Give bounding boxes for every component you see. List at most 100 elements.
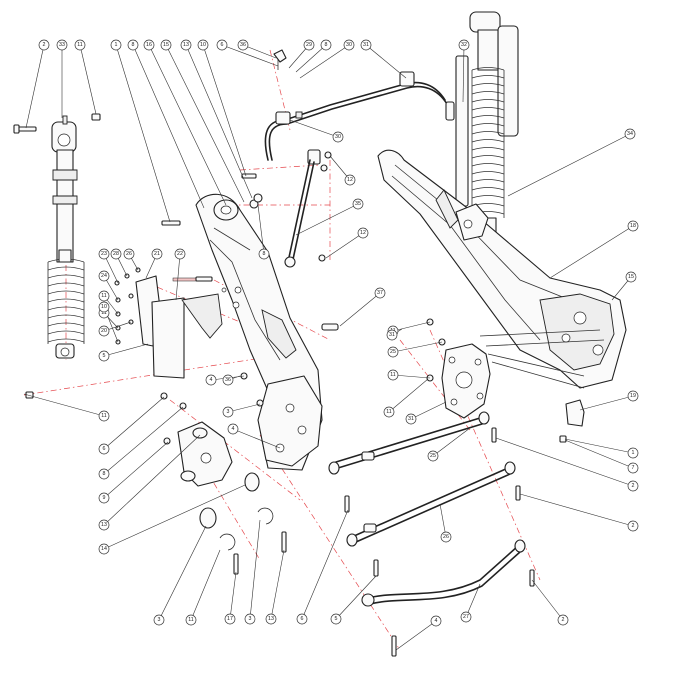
callout-leader-lines [23,44,634,651]
callout-number: 4 [232,426,235,432]
callout-number: 11 [386,409,392,415]
callout-circle [110,39,122,51]
right-trailing-arm [377,149,627,389]
callout-c53: 3 [244,613,256,625]
callout-leader-c60 [227,403,261,413]
callout-c28: 21 [151,248,163,260]
callout-c58: 5 [98,350,110,362]
callout-leader-c3 [79,44,97,115]
callout-leader-c39 [519,493,634,527]
callout-leader-c46 [103,406,184,475]
callout-circle [98,301,110,313]
callout-circle [265,613,277,625]
callout-leader-c50 [158,525,207,621]
callout-circle [98,270,110,282]
callout-circle [143,39,155,51]
callout-number: 16 [146,42,152,48]
callout-leader-c63 [392,321,431,332]
callout-leader-c48 [103,434,201,526]
callout-number: 4 [435,618,438,624]
callout-circle [627,447,639,459]
callout-c35: 19 [627,390,639,402]
callout-number: 15 [163,42,169,48]
callout-number: 15 [628,274,634,280]
callout-c22: 34 [624,128,636,140]
callout-circle [430,615,442,627]
callout-circle [123,248,135,260]
bracket [559,399,585,443]
callout-leader-c51 [190,549,221,621]
callout-number: 26 [126,251,132,257]
callout-c17: 30 [332,131,344,143]
callout-circle [244,613,256,625]
callout-number: 17 [227,616,233,622]
callout-c18: 12 [344,174,356,186]
callout-number: 37 [377,290,383,296]
callout-number: 30 [346,42,352,48]
callout-leader-c14 [299,44,350,79]
callout-leader-c22 [507,133,631,197]
callout-leader-c15 [365,44,407,79]
callout-leader-c17 [289,119,339,138]
callout-c69: 11 [383,406,395,418]
callout-c61: 4 [227,423,239,435]
rear-knuckle [160,372,287,575]
callout-circle [237,39,249,51]
callout-number: 13 [101,522,107,528]
callout-leader-c53 [249,519,261,620]
callout-number: 22 [177,251,183,257]
callout-number: 36 [240,42,246,48]
callout-circle [227,423,239,435]
callout-c8: 13 [180,39,192,51]
callout-leader-c69 [388,378,429,413]
callout-c5: 8 [127,39,139,51]
callout-c29: 22 [174,248,186,260]
callout-circle [98,290,110,302]
callout-number: 10 [101,304,107,310]
callout-number: 34 [627,131,633,137]
callout-number: 31 [363,42,369,48]
callout-number: 31 [389,332,395,338]
callout-leader-c23 [549,225,634,279]
callout-number: 31 [408,416,414,422]
callout-c10: 6 [216,39,228,51]
callout-number: 25 [390,349,396,355]
callout-c43: 2 [557,614,569,626]
callout-circle [38,39,50,51]
callout-circle [343,39,355,51]
callout-number: 11 [390,372,396,378]
callout-number: 25 [430,453,436,459]
callout-circle [185,614,197,626]
callout-leader-c65 [392,374,431,379]
callout-circle [357,227,369,239]
callout-number: 18 [630,223,636,229]
callout-c64: 25 [387,346,399,358]
callout-circle [458,39,470,51]
callout-c7: 15 [160,39,172,51]
callout-c12: 29 [303,39,315,51]
callout-leader-c56 [335,575,377,620]
callout-c4: 1 [110,39,122,51]
callout-number: 12 [347,177,353,183]
callout-c13: 8 [320,39,332,51]
callout-leader-c37 [564,439,634,469]
callout-circle [110,248,122,260]
callout-c36: 1 [627,447,639,459]
callout-leader-c5 [132,44,205,209]
callout-c19: 35 [352,198,364,210]
callout-number: 10 [200,42,206,48]
callout-leader-c6 [148,44,227,206]
callout-circle [160,39,172,51]
callout-leader-c1 [25,44,45,129]
callout-c1: 2 [38,39,50,51]
callout-number: 7 [632,465,635,471]
callout-c32: 11 [98,290,110,302]
callout-circle [151,248,163,260]
callout-circle [344,174,356,186]
left-shock-absorber [47,115,85,359]
callout-circle [386,329,398,341]
callout-number: 3 [249,616,252,622]
callout-leader-c7 [165,44,245,203]
